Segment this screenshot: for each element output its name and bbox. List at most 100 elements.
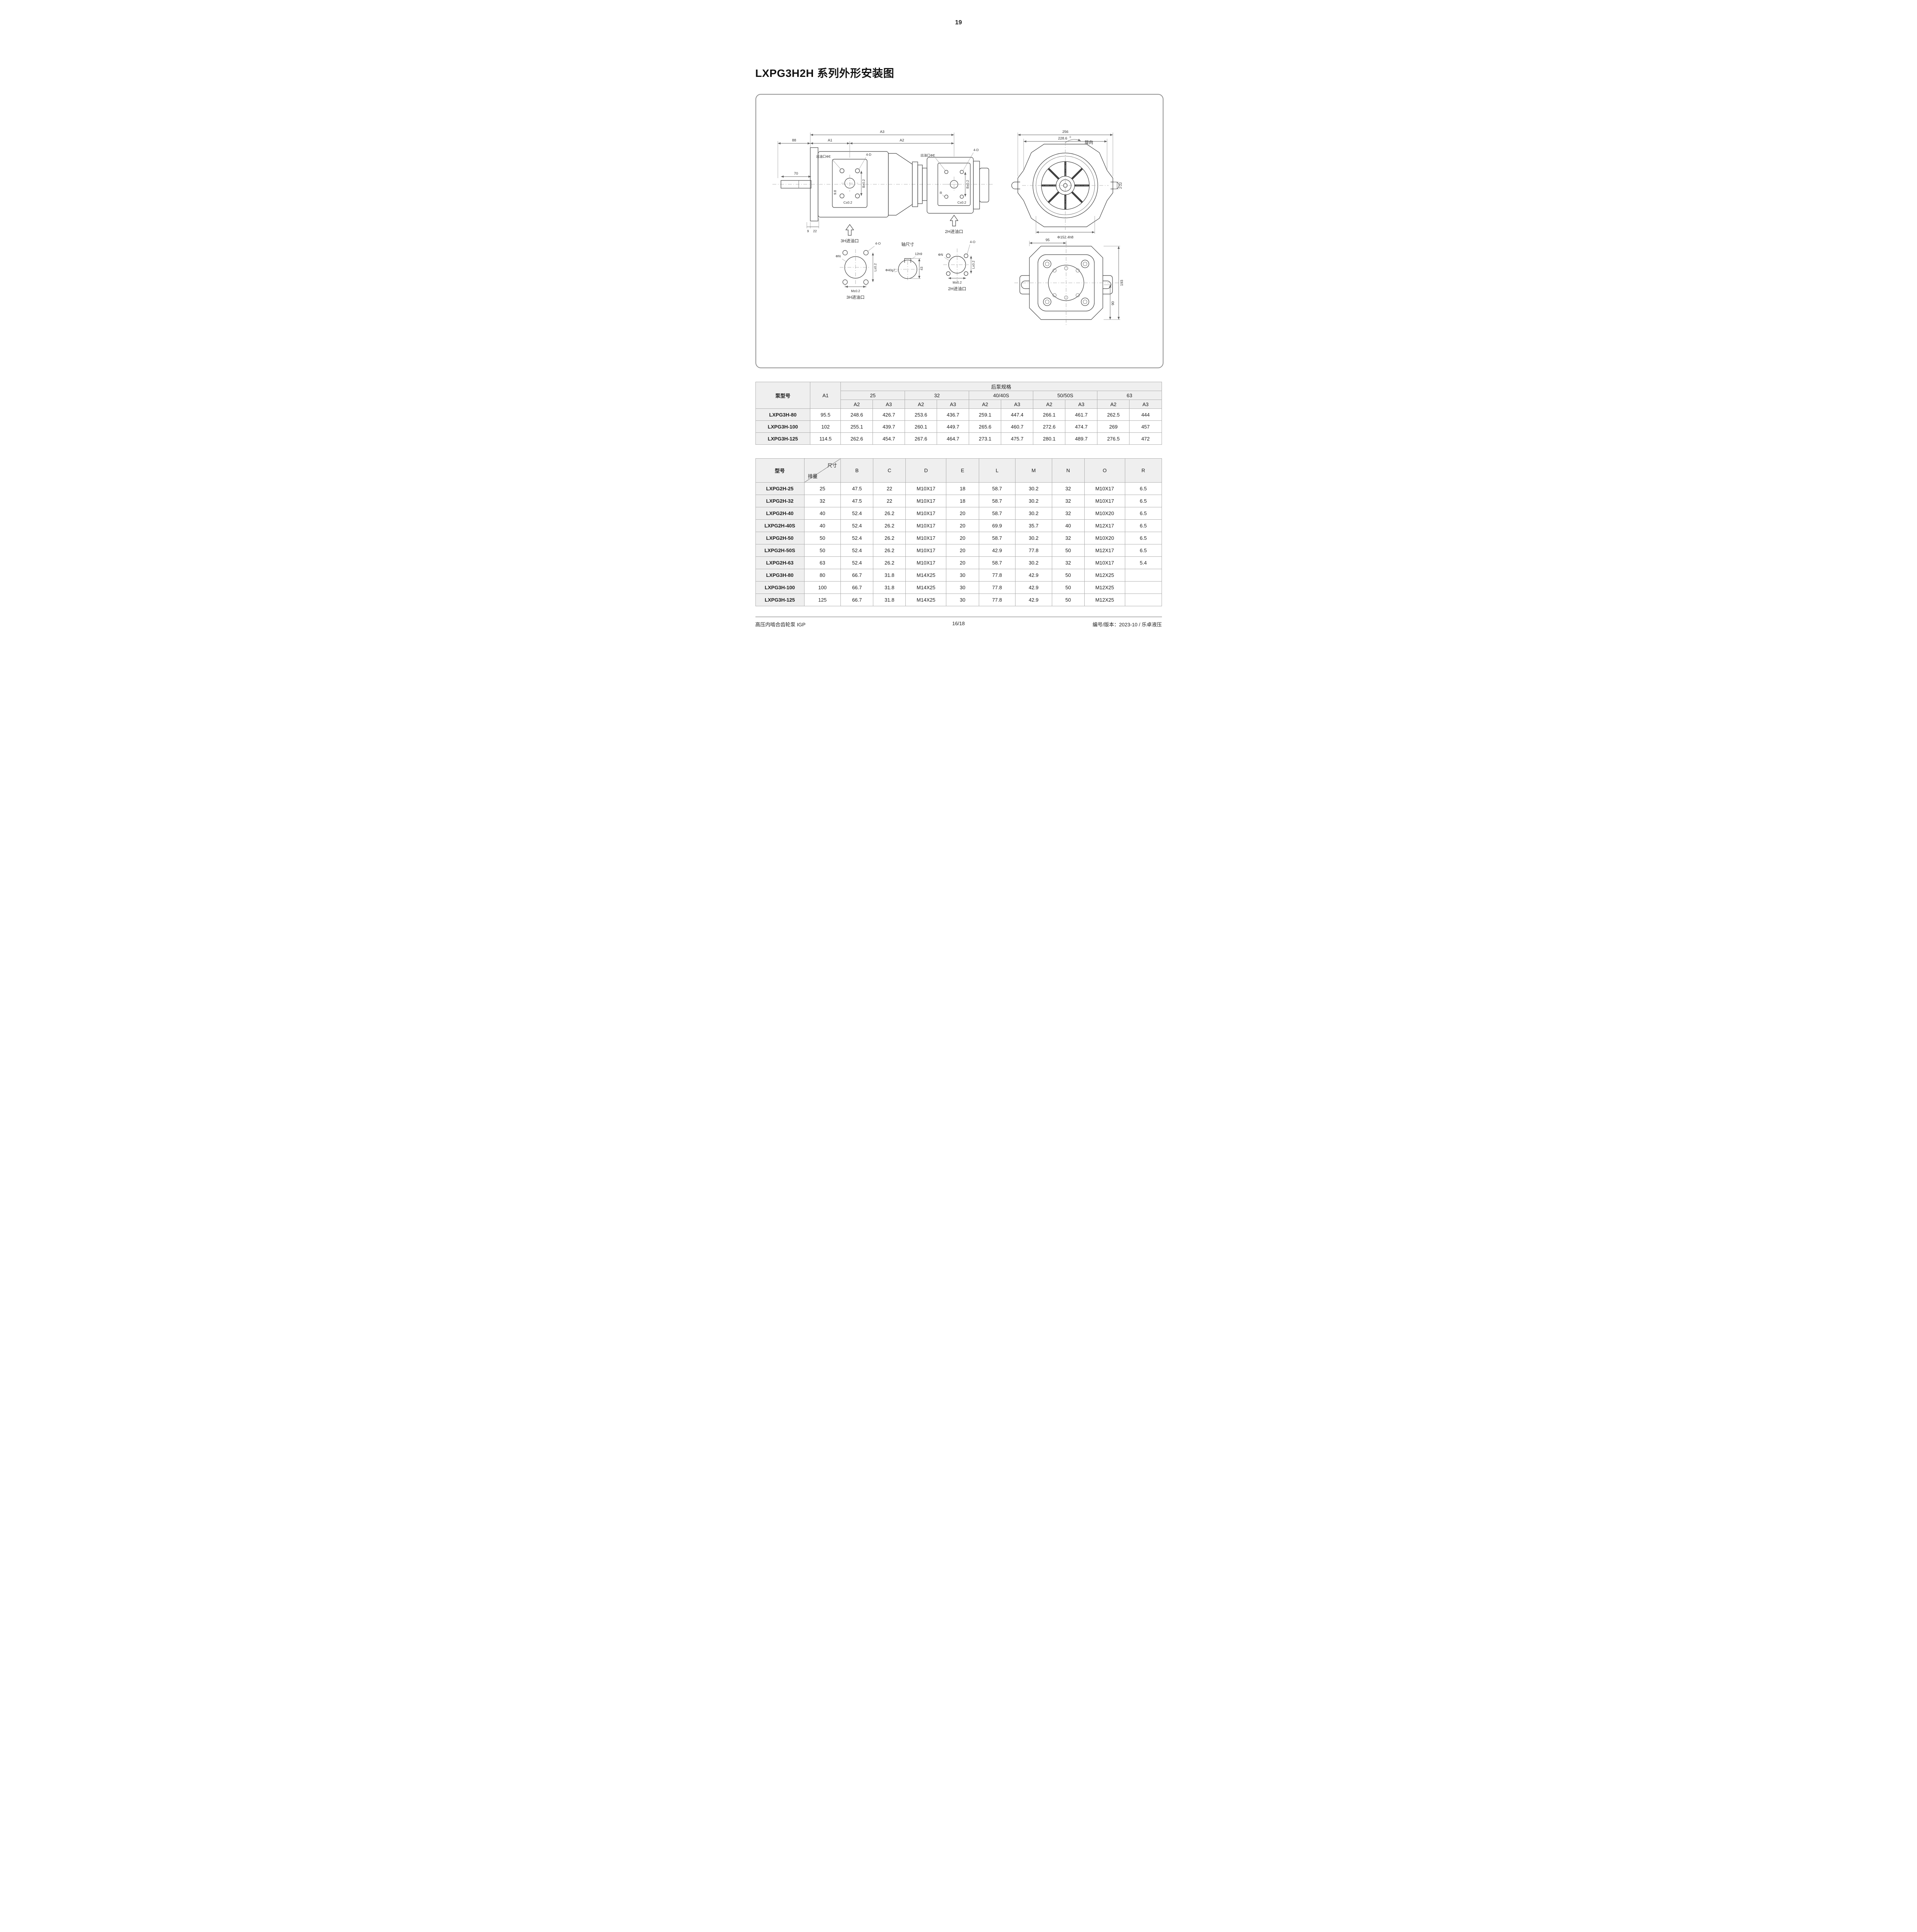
dia-n-label-2h: ΦN <box>938 253 943 257</box>
value-cell: M10X17 <box>905 544 947 557</box>
table-row: LXPG3H-125 114.5 262.6 454.7 267.6 464.7… <box>755 432 1162 445</box>
dim-a2-label: A2 <box>900 138 904 143</box>
footer-version-info: 编号/版本：2023-10 / 乐卓液压 <box>1092 622 1162 628</box>
dim-9-8-label: 9.8 <box>833 190 837 195</box>
t2-header-diagonal: 尺寸 排量 <box>804 458 841 483</box>
footer-product-name: 高压内啮合齿轮泵 IGP <box>755 622 806 628</box>
value-cell: 26.2 <box>873 519 906 532</box>
value-cell: 255.1 <box>840 420 873 433</box>
t2-col-o: O <box>1084 458 1125 483</box>
value-cell: 66.7 <box>840 569 874 582</box>
pump-model-cell: LXPG3H-100 <box>755 581 805 594</box>
inlet-2h-label: 2H进油口 <box>945 229 963 234</box>
t1-a2: A2 <box>840 400 873 409</box>
t2-col-n: N <box>1051 458 1085 483</box>
t2-header-size: 尺寸 <box>827 463 837 468</box>
value-cell: 460.7 <box>1001 420 1034 433</box>
t2-col-b: B <box>840 458 874 483</box>
displacement-cell: 100 <box>804 581 841 594</box>
value-cell: 47.5 <box>840 495 874 507</box>
pump-model-cell: LXPG3H-80 <box>755 569 805 582</box>
table-row: LXPG3H-80 95.5 248.6 426.7 253.6 436.7 2… <box>755 408 1162 421</box>
value-cell: 42.9 <box>1015 594 1052 606</box>
value-cell: 52.4 <box>840 507 874 520</box>
value-cell: 265.6 <box>969 420 1002 433</box>
displacement-cell: 125 <box>804 594 841 606</box>
t1-header-rear-spec: 后泵规格 <box>840 382 1162 391</box>
pump-model-cell: LXPG2H-50 <box>755 532 805 544</box>
pump-model-cell: LXPG2H-50S <box>755 544 805 557</box>
displacement-cell: 80 <box>804 569 841 582</box>
value-cell: 22 <box>873 482 906 495</box>
table-row: LXPG2H-25 25 47.5 22 M10X17 18 58.7 30.2… <box>755 482 1162 495</box>
value-cell: 273.1 <box>969 432 1002 445</box>
value-cell: 6.5 <box>1124 495 1162 507</box>
inlet-3h-detail-label: 3H进油口 <box>846 294 864 300</box>
dim-r-label: R <box>939 191 942 195</box>
value-cell: 18 <box>946 482 979 495</box>
value-cell: M10X17 <box>905 495 947 507</box>
t1-a2: A2 <box>969 400 1002 409</box>
pump-model-cell: LXPG3H-100 <box>755 420 811 433</box>
inlet-2h-arrow <box>949 214 958 226</box>
a1-cell: 95.5 <box>810 408 841 421</box>
value-cell: 52.4 <box>840 519 874 532</box>
dia-n-label-3h: ΦN <box>835 254 840 258</box>
dim-256-label: 256 <box>1062 130 1068 134</box>
value-cell: 50 <box>1051 594 1085 606</box>
dim-9-label: 9 <box>807 229 809 233</box>
a1-cell: 102 <box>810 420 841 433</box>
value-cell: 66.7 <box>840 594 874 606</box>
value-cell: 5.4 <box>1124 556 1162 569</box>
value-cell: 248.6 <box>840 408 873 421</box>
value-cell: 32 <box>1051 482 1085 495</box>
value-cell: 35.7 <box>1015 519 1052 532</box>
value-cell: 32 <box>1051 556 1085 569</box>
value-cell: 489.7 <box>1065 432 1098 445</box>
t1-header-pump-model: 泵型号 <box>755 382 811 409</box>
value-cell: M12X17 <box>1084 519 1125 532</box>
value-cell: M10X17 <box>905 519 947 532</box>
t1-a3: A3 <box>937 400 970 409</box>
t1-a2: A2 <box>1097 400 1130 409</box>
t1-header-a1: A1 <box>810 382 841 409</box>
dim-c-label-1: C±0.2 <box>843 201 852 204</box>
value-cell: 6.5 <box>1124 482 1162 495</box>
value-cell: 259.1 <box>969 408 1002 421</box>
value-cell: 269 <box>1097 420 1130 433</box>
table-row: LXPG3H-125 125 66.7 31.8 M14X25 30 77.8 … <box>755 594 1162 606</box>
t1-a3: A3 <box>873 400 905 409</box>
value-cell: 449.7 <box>937 420 970 433</box>
dim-m-label-3h: M±0.2 <box>851 289 860 293</box>
value-cell: 52.4 <box>840 556 874 569</box>
technical-drawing: A3 A1 A2 88 70 9 22 出油口ΦE 4-D <box>772 130 1124 327</box>
t1-spec-40: 40/40S <box>969 391 1034 400</box>
value-cell <box>1124 581 1162 594</box>
pump-model-cell: LXPG2H-40 <box>755 507 805 520</box>
value-cell: M14X25 <box>905 581 947 594</box>
pump-model-cell: LXPG2H-40S <box>755 519 805 532</box>
value-cell: 266.1 <box>1033 408 1066 421</box>
value-cell: 20 <box>946 519 979 532</box>
value-cell: 52.4 <box>840 532 874 544</box>
dim-228-6-tolerance: 0 <box>1070 136 1071 139</box>
rear-view: 95 193 90 <box>1014 238 1124 327</box>
rotation-direction-label: 旋向 <box>1085 139 1093 145</box>
dim-b-label-1: B±0.2 <box>862 179 866 188</box>
dim-2-22-label: 2-22 <box>1119 182 1123 189</box>
inlet-2h-detail-label: 2H进油口 <box>948 286 966 291</box>
dim-l-label-2h: L±0.2 <box>971 260 975 269</box>
t2-col-l: L <box>978 458 1016 483</box>
displacement-cell: 63 <box>804 556 841 569</box>
displacement-cell: 40 <box>804 519 841 532</box>
page-title: LXPG3H2H 系列外形安装图 <box>755 67 895 79</box>
table-row: LXPG2H-63 63 52.4 26.2 M10X17 20 58.7 30… <box>755 556 1162 569</box>
displacement-cell: 50 <box>804 532 841 544</box>
dim-88-label: 88 <box>792 138 796 143</box>
dim-95-label: 95 <box>1045 238 1050 242</box>
dim-m-label-2h: M±0.2 <box>953 281 962 284</box>
value-cell: 47.5 <box>840 482 874 495</box>
value-cell: M10X17 <box>905 556 947 569</box>
value-cell: 6.5 <box>1124 507 1162 520</box>
t2-header-model: 型号 <box>755 458 805 483</box>
